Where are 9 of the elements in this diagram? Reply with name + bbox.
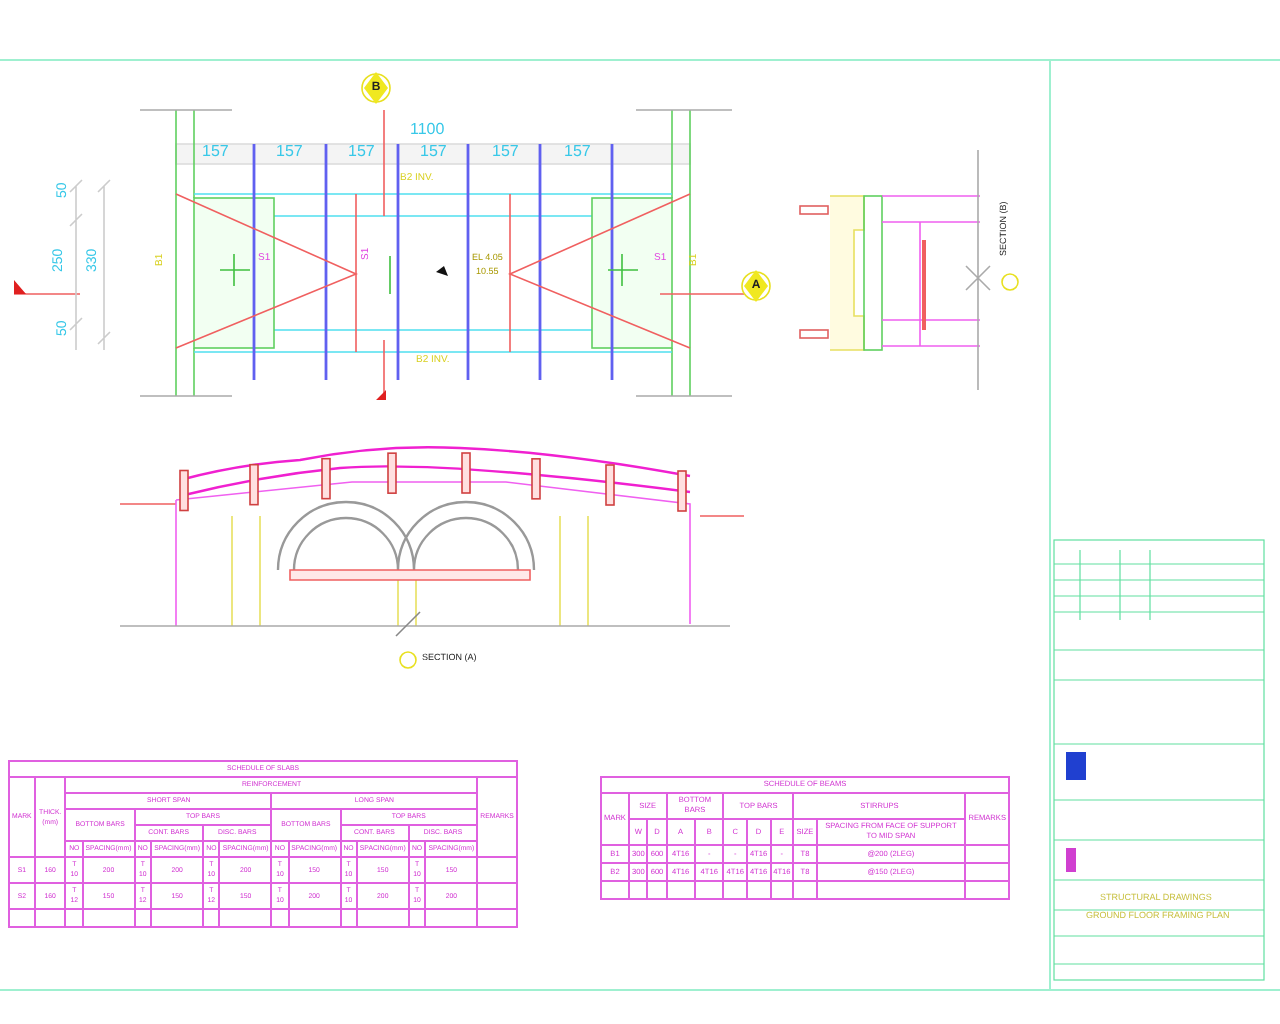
section-marker (738, 268, 774, 304)
drawing-label: 157 (564, 144, 591, 160)
drawing-label: 157 (348, 144, 375, 160)
drawing-label: 1100 (410, 122, 445, 138)
drawing-label: 157 (420, 144, 447, 160)
drawing-label: 157 (202, 144, 229, 160)
drawing-label: 157 (492, 144, 519, 160)
section-marker (358, 70, 394, 106)
drawing-label: 157 (276, 144, 303, 160)
